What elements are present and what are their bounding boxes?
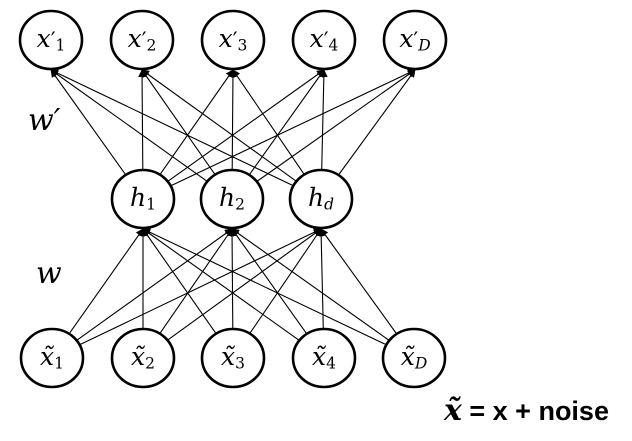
edge-hidden2-to-output1 — [50, 69, 208, 182]
node-circle-output-4 — [291, 9, 357, 71]
node-circle-hidden-2 — [199, 168, 265, 230]
node-circle-hidden-1 — [110, 168, 176, 230]
decoder-weight-label: w′ — [28, 106, 61, 136]
edge-hidden2-to-output5 — [256, 69, 416, 182]
edge-hidden3-to-output5 — [338, 69, 416, 176]
node-circle-input-1 — [19, 327, 85, 389]
edge-hidden1-to-output3 — [159, 69, 234, 176]
edge-input3-to-hidden3 — [249, 228, 322, 334]
edge-hidden3-to-output2 — [141, 69, 297, 182]
noise-equation-rest: = x + noise — [461, 396, 609, 426]
node-circle-input-3 — [200, 327, 266, 389]
noise-equation: x̃ = x + noise — [444, 393, 609, 429]
node-circle-input-2 — [110, 327, 176, 389]
edge-input1-to-hidden1 — [68, 228, 144, 335]
node-circle-output-1 — [18, 9, 84, 71]
node-circle-output-2 — [109, 9, 175, 71]
edge-hidden1-to-output4 — [167, 69, 325, 182]
edge-hidden2-to-output3 — [229, 69, 237, 171]
edge-hidden2-to-output4 — [248, 69, 325, 176]
edge-input5-to-hidden2 — [231, 228, 390, 341]
edge-input1-to-hidden2 — [76, 228, 233, 341]
edge-input1-to-hidden3 — [79, 228, 322, 346]
edge-hidden3-to-output3 — [232, 69, 305, 175]
node-circle-output-3 — [200, 9, 266, 71]
edge-input4-to-hidden1 — [142, 228, 300, 341]
edge-input3-to-hidden2 — [228, 228, 236, 330]
edge-hidden1-to-output5 — [170, 69, 416, 187]
node-circle-input-4 — [291, 327, 357, 389]
edge-input5-to-hidden1 — [142, 228, 387, 346]
decoder-weight-text: w′ — [28, 103, 61, 138]
edge-input2-to-hidden3 — [167, 228, 322, 341]
edge-input2-to-hidden2 — [159, 228, 233, 334]
edge-hidden1-to-output1 — [50, 69, 127, 176]
edge-hidden2-to-output2 — [141, 69, 216, 176]
encoder-weight-label: w — [36, 259, 62, 289]
edge-hidden3-to-output4 — [319, 69, 328, 171]
edge-input3-to-hidden1 — [142, 228, 217, 335]
noise-equation-variable: x̃ — [444, 393, 462, 428]
edge-input5-to-hidden3 — [320, 228, 398, 335]
encoder-weight-text: w — [36, 256, 62, 291]
edge-hidden3-to-output1 — [50, 69, 294, 187]
edge-input4-to-hidden3 — [317, 228, 326, 330]
node-circle-output-5 — [382, 9, 448, 71]
node-circle-hidden-3 — [288, 168, 354, 230]
edge-input4-to-hidden2 — [231, 228, 308, 335]
node-circle-input-5 — [381, 327, 447, 389]
edge-hidden1-to-output2 — [138, 69, 146, 171]
